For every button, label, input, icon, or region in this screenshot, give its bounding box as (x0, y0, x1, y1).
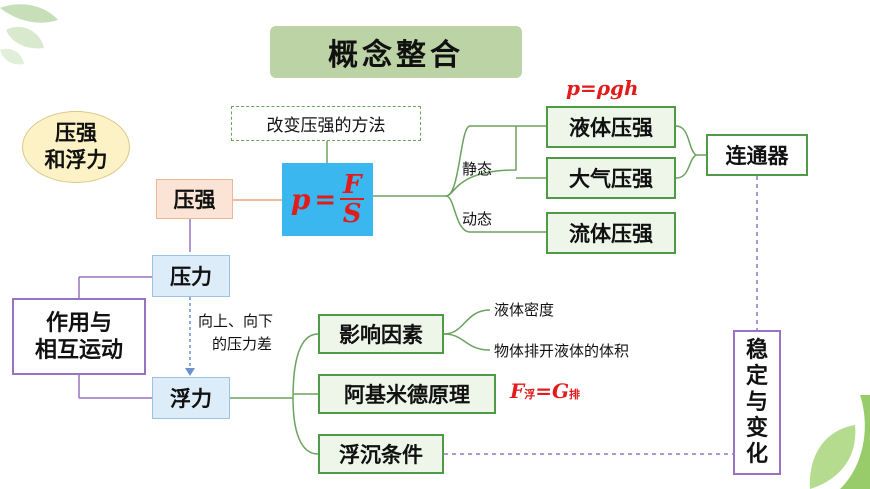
formula-liquid: p=ρgh (566, 76, 639, 100)
buoy-sub-displaced: 排 (569, 388, 581, 401)
node-change-methods: 改变压强的方法 (231, 106, 421, 141)
topic-circle: 压强 和浮力 (22, 111, 130, 183)
node-pressure: 压强 (156, 179, 233, 219)
label-liquid-density: 液体密度 (494, 301, 555, 319)
label-dynamic: 动态 (462, 210, 493, 228)
formula-eq: = (314, 184, 337, 215)
node-liquid-pressure: 液体压强 (546, 106, 676, 148)
node-float-sink: 浮沉条件 (318, 434, 444, 474)
interaction-line-2: 相互运动 (34, 337, 123, 363)
node-force: 压力 (152, 255, 230, 297)
buoy-eq-G: =G (535, 379, 570, 403)
node-influence: 影响因素 (318, 314, 444, 354)
fraction-bar (340, 197, 365, 200)
label-up-down: 向上、向下 (198, 312, 274, 330)
formula-buoyancy: F 浮 =G 排 (510, 379, 580, 403)
stability-char-3: 与 (745, 389, 768, 415)
label-static: 静态 (462, 160, 493, 178)
stability-char-1: 稳 (745, 337, 768, 363)
formula-denominator: S (342, 198, 362, 229)
pressure-formula: p = F S (282, 163, 373, 236)
formula-numerator: F (342, 169, 362, 200)
topic-line-1: 压强 (55, 121, 97, 145)
stability-char-2: 定 (745, 363, 768, 389)
formula-fraction: F S (340, 169, 365, 229)
leaf-decoration-bottom-right (809, 395, 870, 489)
stability-char-4: 变 (745, 415, 768, 441)
formula-p: p (290, 183, 311, 216)
stability-char-5: 化 (745, 441, 768, 467)
node-buoyancy: 浮力 (152, 377, 230, 419)
topic-line-2: 和浮力 (44, 148, 108, 172)
node-air-pressure: 大气压强 (546, 157, 676, 199)
node-stability: 稳 定 与 变 化 (733, 330, 781, 475)
label-displaced-volume: 物体排开液体的体积 (494, 342, 630, 360)
interaction-line-1: 作用与 (45, 310, 112, 336)
node-fluid-pressure: 流体压强 (546, 212, 676, 254)
node-connector: 连通器 (706, 134, 808, 176)
node-interaction: 作用与 相互运动 (12, 298, 146, 375)
node-archimedes: 阿基米德原理 (318, 374, 496, 414)
page-title: 概念整合 (270, 26, 522, 78)
buoy-sub-float: 浮 (524, 388, 536, 401)
buoy-F: F (510, 379, 525, 403)
leaf-decoration-top-left (0, 4, 58, 65)
label-pressure-diff: 的压力差 (212, 335, 273, 353)
